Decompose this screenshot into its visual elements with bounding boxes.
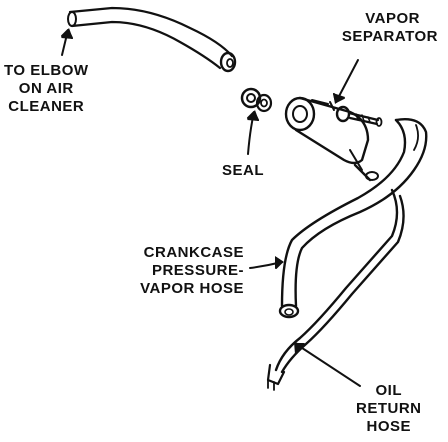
label-oil-return-line-2: RETURN — [356, 400, 422, 417]
label-to-elbow-line-2: ON AIR — [18, 80, 74, 97]
label-crankcase-line-2: PRESSURE- — [151, 262, 244, 279]
label-crankcase-line-1: CRANKCASE — [143, 244, 244, 261]
arrowheads — [61, 28, 345, 354]
label-vapor-separator-line-2: SEPARATOR — [341, 28, 438, 45]
label-seal: SEAL — [222, 162, 264, 180]
label-seal-text: SEAL — [222, 162, 265, 179]
label-to-elbow-line-1: TO ELBOW — [4, 62, 89, 79]
crankcase-hose — [278, 118, 428, 319]
seal-ring — [240, 87, 273, 113]
vapor-separator-body — [284, 96, 379, 182]
label-to-elbow: TO ELBOW ON AIR CLEANER — [4, 62, 89, 116]
oil-return-hose — [266, 188, 405, 391]
label-oil-return-hose: OIL RETURN HOSE — [356, 382, 422, 436]
label-oil-return-line-3: HOSE — [366, 418, 411, 435]
label-oil-return-line-1: OIL — [375, 382, 402, 399]
bolt — [335, 105, 383, 127]
label-vapor-separator: VAPOR SEPARATOR — [342, 10, 438, 46]
elbow-tube — [67, 6, 237, 73]
label-crankcase-hose: CRANKCASE PRESSURE- VAPOR HOSE — [120, 244, 244, 298]
label-crankcase-line-3: VAPOR HOSE — [140, 280, 244, 297]
leader-arrows — [61, 29, 361, 387]
label-to-elbow-line-3: CLEANER — [8, 98, 85, 115]
label-vapor-separator-line-1: VAPOR — [365, 10, 420, 27]
